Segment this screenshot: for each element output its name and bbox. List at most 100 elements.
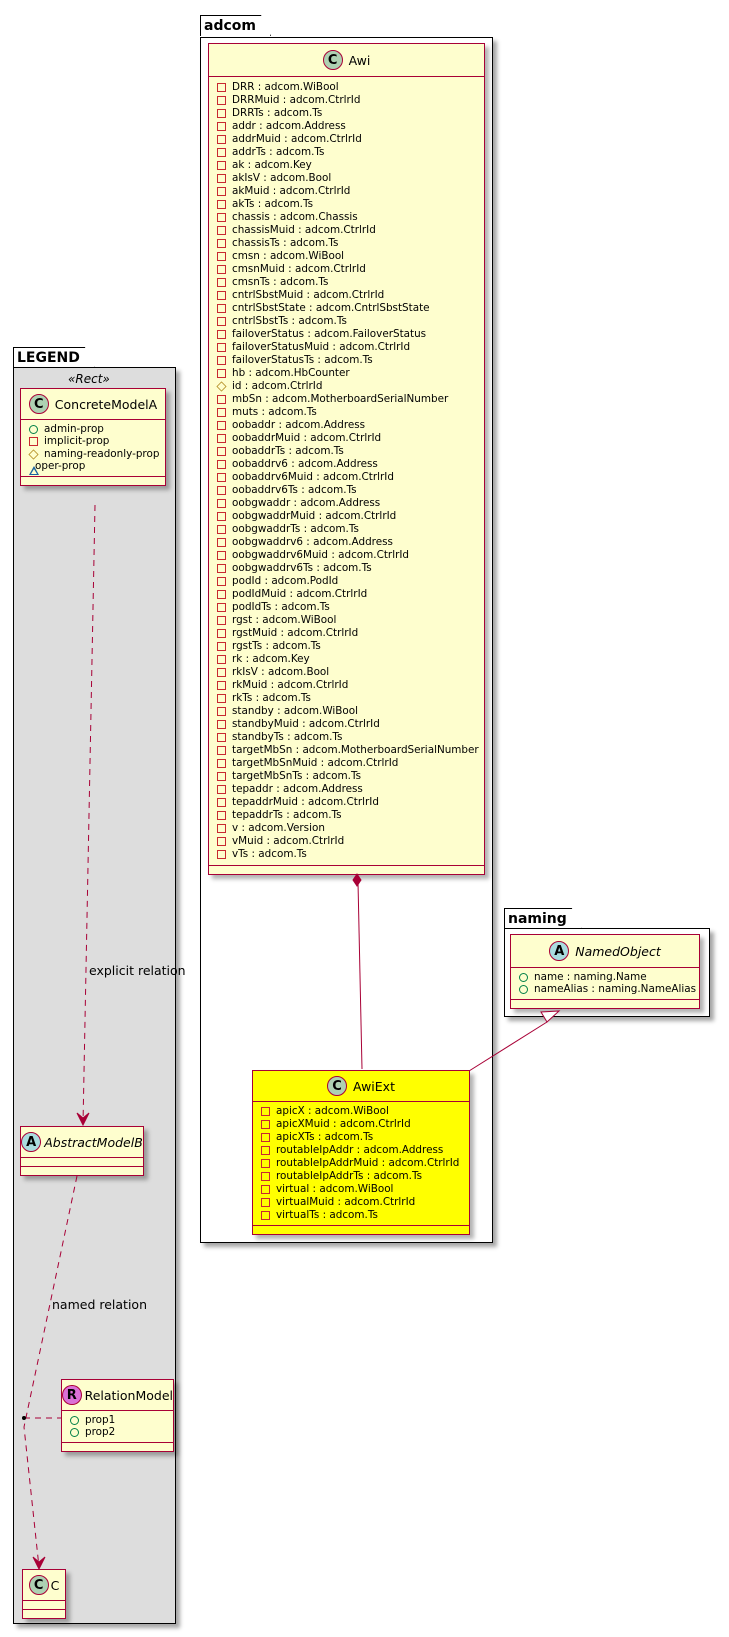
private-visibility-icon xyxy=(217,551,226,560)
attribute-text: addrMuid : adcom.CtrlrId xyxy=(232,133,362,145)
attribute-text: oobaddrTs : adcom.Ts xyxy=(232,445,344,457)
public-visibility-icon xyxy=(70,1415,79,1425)
attribute-text: targetMbSnTs : adcom.Ts xyxy=(232,770,361,782)
private-visibility-icon xyxy=(261,1146,270,1155)
attribute-row: tepaddrTs : adcom.Ts xyxy=(217,809,484,822)
attribute-text: addr : adcom.Address xyxy=(232,120,346,132)
attribute-row: cntrlSbstState : adcom.CntrlSbstState xyxy=(217,302,484,315)
attribute-row: mbSn : adcom.MotherboardSerialNumber xyxy=(217,393,484,406)
attribute-row: akTs : adcom.Ts xyxy=(217,198,484,211)
private-visibility-icon xyxy=(261,1133,270,1142)
private-visibility-icon xyxy=(217,499,226,508)
named-relation-arrowhead xyxy=(32,1556,46,1571)
attribute-text: vMuid : adcom.CtrlrId xyxy=(232,835,345,847)
attribute-row: akMuid : adcom.CtrlrId xyxy=(217,185,484,198)
attribute-row: oobaddrTs : adcom.Ts xyxy=(217,445,484,458)
attribute-text: oobgwaddrTs : adcom.Ts xyxy=(232,523,359,535)
private-visibility-icon xyxy=(217,161,226,170)
explicit-relation-label: explicit relation xyxy=(89,963,186,978)
private-visibility-icon xyxy=(217,681,226,690)
private-visibility-icon xyxy=(217,525,226,534)
private-visibility-icon xyxy=(261,1107,270,1116)
private-visibility-icon xyxy=(217,291,226,300)
attribute-text: oobgwaddrv6Muid : adcom.CtrlrId xyxy=(232,549,410,561)
attribute-text: DRRMuid : adcom.CtrlrId xyxy=(232,94,361,106)
attribute-row: standby : adcom.WiBool xyxy=(217,705,484,718)
inheritance-line xyxy=(468,1021,548,1072)
attribute-text: oobaddrv6Muid : adcom.CtrlrId xyxy=(232,471,394,483)
private-visibility-icon xyxy=(217,538,226,547)
attribute-row: virtual : adcom.WiBool xyxy=(261,1183,469,1196)
attribute-row: addr : adcom.Address xyxy=(217,120,484,133)
attribute-text: standbyMuid : adcom.CtrlrId xyxy=(232,718,380,730)
attribute-text: podIdTs : adcom.Ts xyxy=(232,601,330,613)
attribute-row: apicX : adcom.WiBool xyxy=(261,1105,469,1118)
attribute-row: v : adcom.Version xyxy=(217,822,484,835)
private-visibility-icon xyxy=(261,1172,270,1181)
attribute-row: cmsnTs : adcom.Ts xyxy=(217,276,484,289)
attribute-text: prop2 xyxy=(85,1426,116,1439)
class-name: AwiExt xyxy=(353,1078,395,1094)
attribute-text: failoverStatusTs : adcom.Ts xyxy=(232,354,373,366)
private-visibility-icon xyxy=(217,421,226,430)
attribute-row: targetMbSnTs : adcom.Ts xyxy=(217,770,484,783)
private-visibility-icon xyxy=(217,837,226,846)
private-visibility-icon xyxy=(217,733,226,742)
private-visibility-icon xyxy=(217,187,226,196)
abstract-a-icon: A xyxy=(549,941,570,961)
class-header: R RelationModel xyxy=(62,1380,173,1411)
private-visibility-icon xyxy=(217,369,226,378)
private-visibility-icon xyxy=(217,83,226,92)
attribute-row: rkIsV : adcom.Bool xyxy=(217,666,484,679)
private-visibility-icon xyxy=(217,200,226,209)
private-visibility-icon xyxy=(261,1120,270,1129)
attribute-text: routableIpAddr : adcom.Address xyxy=(276,1144,444,1156)
class-name: RelationModel xyxy=(84,1387,173,1403)
private-visibility-icon xyxy=(217,707,226,716)
attribute-text: apicXTs : adcom.Ts xyxy=(276,1131,374,1143)
class-name: C xyxy=(50,1577,60,1593)
attribute-row: rgstMuid : adcom.CtrlrId xyxy=(217,627,484,640)
class-c[interactable]: C C xyxy=(22,1569,66,1619)
attribute-row: oobaddr : adcom.Address xyxy=(217,419,484,432)
class-header: A NamedObject xyxy=(511,935,699,968)
relation-r-icon: R xyxy=(62,1385,82,1405)
class-abstract-model-b[interactable]: A AbstractModelB xyxy=(20,1126,144,1176)
attribute-text: virtualTs : adcom.Ts xyxy=(276,1209,378,1221)
inheritance-arrowhead xyxy=(540,1010,561,1023)
private-visibility-icon xyxy=(217,512,226,521)
private-visibility-icon xyxy=(217,850,226,859)
naming-package-title: naming xyxy=(508,911,567,927)
attribute-text: tepaddr : adcom.Address xyxy=(232,783,363,795)
attribute-text: oobgwaddrMuid : adcom.CtrlrId xyxy=(232,510,397,522)
attribute-row: tepaddrMuid : adcom.CtrlrId xyxy=(217,796,484,809)
attribute-text: mbSn : adcom.MotherboardSerialNumber xyxy=(232,393,449,405)
attribute-text: podIdMuid : adcom.CtrlrId xyxy=(232,588,368,600)
attribute-row: admin-prop xyxy=(29,423,165,435)
attribute-text: hb : adcom.HbCounter xyxy=(232,367,350,379)
private-visibility-icon xyxy=(217,655,226,664)
private-visibility-icon xyxy=(217,772,226,781)
private-visibility-icon xyxy=(261,1211,270,1220)
attribute-row: oobgwaddrv6 : adcom.Address xyxy=(217,536,484,549)
attribute-text: chassis : adcom.Chassis xyxy=(232,211,358,223)
private-visibility-icon xyxy=(217,304,226,313)
attribute-text: failoverStatus : adcom.FailoverStatus xyxy=(232,328,427,340)
attribute-row: chassisTs : adcom.Ts xyxy=(217,237,484,250)
class-c-icon: C xyxy=(28,1575,49,1595)
class-c-icon: C xyxy=(322,50,343,70)
attribute-row: standbyMuid : adcom.CtrlrId xyxy=(217,718,484,731)
attribute-text: name : naming.Name xyxy=(534,971,647,983)
attribute-row: virtualTs : adcom.Ts xyxy=(261,1209,469,1222)
private-visibility-icon xyxy=(217,252,226,261)
attribute-text: standbyTs : adcom.Ts xyxy=(232,731,343,743)
attribute-text: naming-readonly-prop xyxy=(44,447,160,460)
attribute-row: tepaddr : adcom.Address xyxy=(217,783,484,796)
association-point xyxy=(22,1416,26,1420)
